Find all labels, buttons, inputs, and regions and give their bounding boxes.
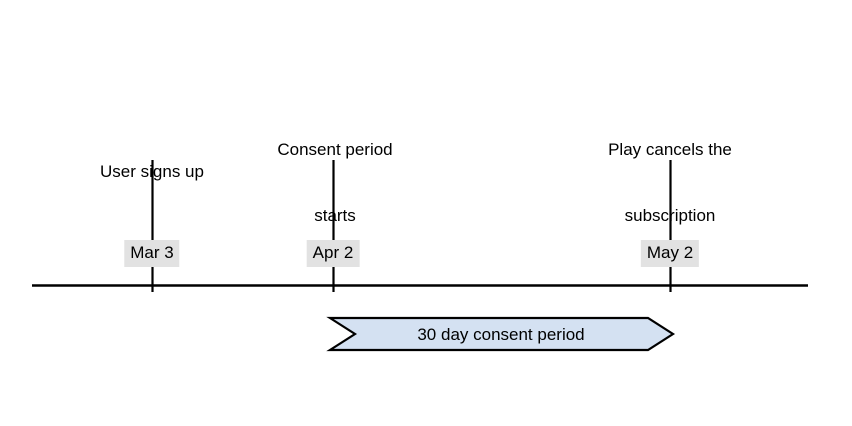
event-label-play-cancels-line2: subscription <box>624 206 716 225</box>
event-label-consent-start-line2: starts <box>314 206 356 225</box>
date-chip-consent-start: Apr 2 <box>306 240 360 267</box>
event-label-signup: User signs up <box>32 117 272 227</box>
event-label-play-cancels-line1: Play cancels the <box>608 140 732 159</box>
event-label-signup-line1: User signs up <box>100 162 204 181</box>
consent-period-banner-label: 30 day consent period <box>417 325 585 344</box>
event-label-consent-start-line1: Consent period <box>277 140 393 159</box>
date-chip-signup: Mar 3 <box>124 240 180 267</box>
event-label-consent-start: Consent period starts <box>215 95 455 271</box>
event-label-play-cancels: Play cancels the subscription <box>540 95 800 271</box>
date-chip-play-cancels: May 2 <box>640 240 700 267</box>
consent-period-banner-shape <box>326 316 676 352</box>
